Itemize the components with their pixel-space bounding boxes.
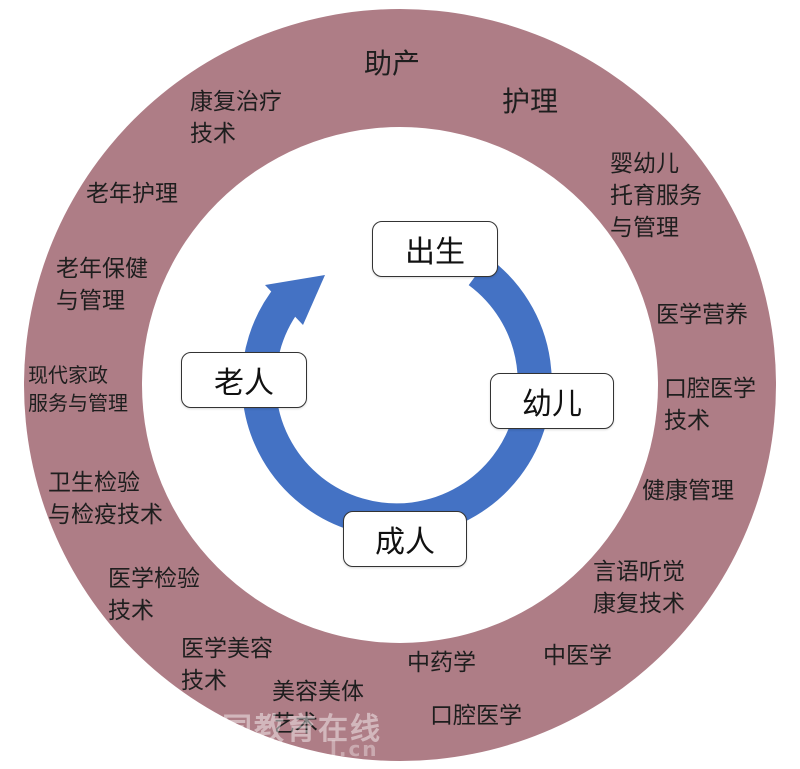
label-health-management: 健康管理	[642, 478, 734, 504]
label-oral-medicine: 口腔医学	[430, 703, 522, 729]
label-infant-care: 婴幼儿 托育服务 与管理	[610, 148, 702, 244]
label-medical-lab: 医学检验 技术	[108, 563, 200, 627]
label-line: 口腔医学	[664, 376, 756, 402]
label-line: 技术	[181, 668, 227, 694]
label-line: 服务与管理	[28, 391, 128, 415]
label-line: 康复治疗	[190, 89, 282, 115]
cycle-arrowhead-icon	[265, 275, 325, 325]
label-line: 医学美容	[181, 636, 273, 662]
label-line: 托育服务	[610, 183, 702, 209]
label-line: 与检疫技术	[48, 502, 163, 528]
stage-adult: 成人	[343, 511, 467, 567]
label-line: 医学检验	[108, 566, 200, 592]
label-chinese-pharmacy: 中药学	[407, 650, 476, 676]
label-midwifery: 助产	[364, 47, 421, 80]
label-line: 老年保健	[56, 256, 148, 282]
lifecycle-area	[142, 127, 658, 643]
label-rehab-therapy: 康复治疗 技术	[190, 86, 282, 150]
label-medical-nutrition: 医学营养	[656, 302, 748, 328]
label-elderly-health: 老年保健 与管理	[56, 253, 148, 317]
label-line: 技术	[664, 408, 710, 434]
label-line: 美容美体	[272, 679, 364, 705]
stage-infant: 幼儿	[490, 373, 614, 429]
label-health-inspection: 卫生检验 与检疫技术	[48, 467, 163, 531]
label-line: 技术	[108, 598, 154, 624]
label-home-service: 现代家政 服务与管理	[28, 361, 128, 417]
label-line: 康复技术	[593, 591, 685, 617]
label-line: 婴幼儿	[610, 151, 679, 177]
label-line: 艺术	[272, 711, 318, 737]
label-line: 卫生检验	[48, 470, 140, 496]
stage-birth: 出生	[372, 221, 498, 277]
label-beauty-arts: 美容美体 艺术	[272, 676, 364, 740]
label-oral-medicine-tech: 口腔医学 技术	[664, 373, 756, 437]
label-line: 技术	[190, 121, 236, 147]
watermark-text: 同教育在线	[222, 712, 382, 747]
label-nursing: 护理	[502, 85, 559, 118]
label-line: 言语听觉	[593, 559, 685, 585]
label-elderly-nursing: 老年护理	[86, 181, 178, 207]
label-tcm: 中医学	[543, 643, 612, 669]
label-medical-cosmetology: 医学美容 技术	[181, 633, 273, 697]
label-speech-hearing: 言语听觉 康复技术	[593, 556, 685, 620]
label-line: 与管理	[56, 288, 125, 314]
stage-elderly: 老人	[181, 352, 307, 408]
label-line: 现代家政	[28, 363, 108, 387]
label-line: 与管理	[610, 215, 679, 241]
watermark-sub-text: l.cn	[330, 737, 379, 761]
